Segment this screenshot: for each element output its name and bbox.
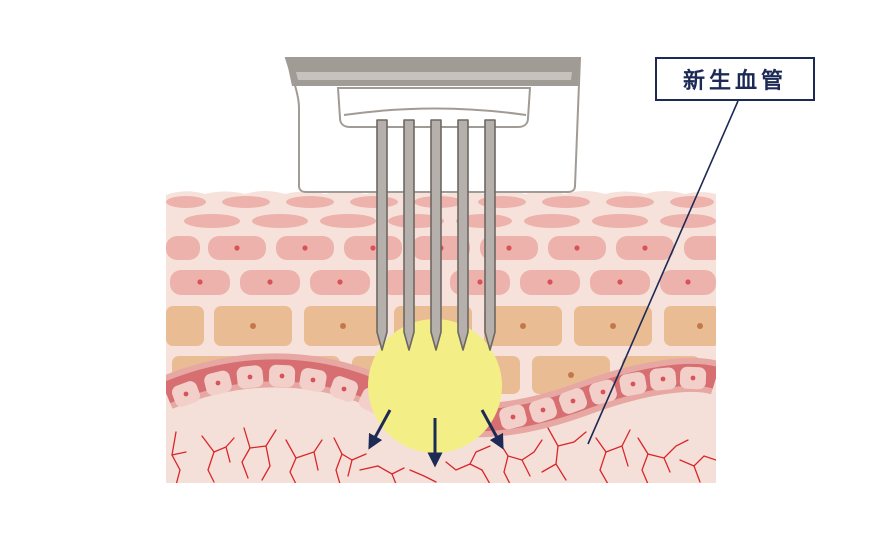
needle-3 (430, 119, 442, 351)
arrow-right (480, 409, 504, 450)
stimulus-area (368, 319, 502, 453)
arrow-left (368, 409, 392, 450)
label-leader-line (587, 100, 739, 445)
release-arrows (368, 409, 504, 468)
needle-1 (376, 119, 388, 351)
device-inner-cap (336, 87, 532, 128)
needle-4 (457, 119, 469, 351)
epidermis-cells-row-1 (166, 236, 716, 260)
capillary-network (171, 427, 716, 483)
needle-2 (403, 119, 415, 351)
needle-5 (484, 119, 496, 351)
epidermis-nuclei-row-1 (234, 245, 648, 251)
vessel-nuclei (183, 373, 696, 420)
needles (376, 119, 496, 351)
new-blood-vessels-label: 新生血管 (655, 57, 815, 101)
new-blood-vessels-text: 新生血管 (682, 69, 787, 94)
skin-tissue (166, 191, 716, 483)
device-inner-curve (343, 107, 527, 116)
device-top-highlight (296, 72, 572, 80)
